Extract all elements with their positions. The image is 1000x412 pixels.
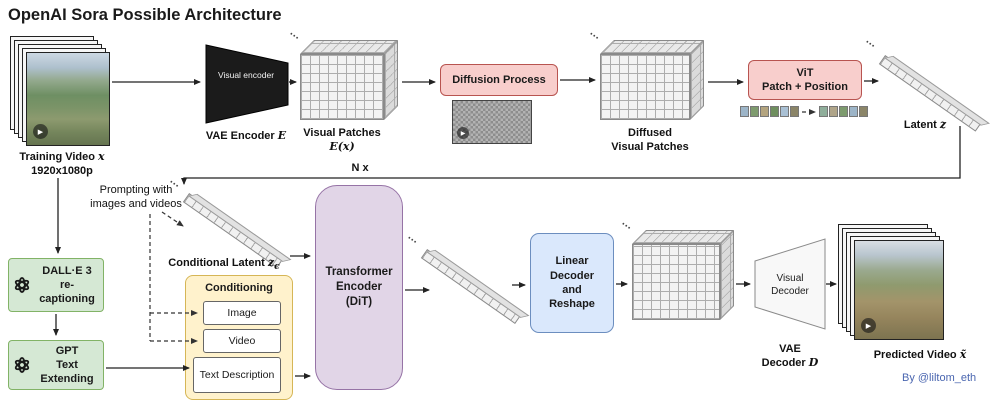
vae-decoder-inner-label: Visual Decoder xyxy=(771,273,809,297)
conditioning-header: Conditioning xyxy=(205,282,273,294)
play-icon: ▶ xyxy=(457,127,469,139)
training-video-resolution: 1920x1080p xyxy=(31,165,93,178)
subscript: c xyxy=(274,261,280,273)
image-patch xyxy=(760,106,769,117)
video-frame-front: ▶ xyxy=(854,240,944,340)
conditional-latent-label: Conditional Latent zc xyxy=(168,256,280,273)
image-patch xyxy=(740,106,749,117)
conditioning-item-image: Image xyxy=(203,301,281,325)
author-credit: By @liltom_eth xyxy=(902,372,977,384)
conditioning-item-text-description: Text Description xyxy=(193,357,281,393)
image-patch-row-right xyxy=(819,106,869,124)
n-times-label: N x xyxy=(351,162,369,174)
gpt-text-extending-box: GPT Text Extending xyxy=(8,340,104,390)
play-icon: ▶ xyxy=(33,124,48,139)
noisy-video-thumbnail: ▶ xyxy=(452,100,532,144)
image-patch xyxy=(790,106,799,117)
play-icon: ▶ xyxy=(861,318,876,333)
prompting-note: Prompting with images and videos xyxy=(90,184,182,211)
openai-icon xyxy=(14,277,30,293)
image-patch-row-left xyxy=(740,106,800,124)
cube-side-face xyxy=(720,230,734,320)
image-patch xyxy=(770,106,779,117)
predicted-video-label: Predicted Video x̃ xyxy=(873,348,967,361)
ellipsis-marks: … xyxy=(619,215,636,233)
training-video-stack: ▶ xyxy=(10,36,114,150)
vit-patch-position-box: ViT Patch + Position xyxy=(748,60,862,100)
ellipsis-marks: … xyxy=(287,25,304,43)
cube-top-face xyxy=(632,230,734,244)
ellipsis-marks: … xyxy=(587,25,604,43)
cube-front-face xyxy=(300,54,384,120)
training-video-label: Training Video x 1920x1080p xyxy=(19,150,105,178)
cube-side-face xyxy=(690,40,704,120)
vae-encoder-inner-label: Visual encoder xyxy=(217,70,275,80)
cube-front-face xyxy=(600,54,690,120)
linear-decoder-box: Linear Decoder and Reshape xyxy=(530,233,614,333)
vae-decoder-shape xyxy=(754,238,826,330)
conditioning-item-video: Video xyxy=(203,329,281,353)
ellipsis-marks: … xyxy=(863,33,880,51)
video-frame-front: ▶ xyxy=(26,52,110,146)
predicted-video-stack: ▶ xyxy=(838,224,946,342)
cube-top-face xyxy=(300,40,398,54)
vae-encoder-label: VAE Encoder E xyxy=(205,129,287,142)
image-patch xyxy=(829,106,838,117)
image-patch xyxy=(750,106,759,117)
vae-encoder-shape xyxy=(205,44,289,124)
image-patch xyxy=(780,106,789,117)
openai-icon xyxy=(14,357,30,373)
diagram-title: OpenAI Sora Possible Architecture xyxy=(8,6,282,24)
image-patch xyxy=(859,106,868,117)
image-patch xyxy=(849,106,858,117)
image-patch xyxy=(819,106,828,117)
diffused-patches-label: Diffused Visual Patches xyxy=(611,127,689,154)
dalle-recaptioning-box: DALL·E 3 re-captioning xyxy=(8,258,104,312)
image-patch xyxy=(839,106,848,117)
latent-label: Latent z xyxy=(903,118,947,131)
transformer-encoder-box: Transformer Encoder (DiT) xyxy=(315,185,403,390)
vae-decoder-label: VAE Decoder D xyxy=(761,343,819,370)
cube-side-face xyxy=(384,40,398,120)
ellipsis-marks: … xyxy=(405,229,422,247)
cube-front-face xyxy=(632,244,720,320)
diffusion-process-box: Diffusion Process xyxy=(440,64,558,96)
visual-patches-label: Visual Patches E(x) xyxy=(303,127,381,154)
cube-top-face xyxy=(600,40,704,54)
output-token-strip xyxy=(420,248,522,324)
